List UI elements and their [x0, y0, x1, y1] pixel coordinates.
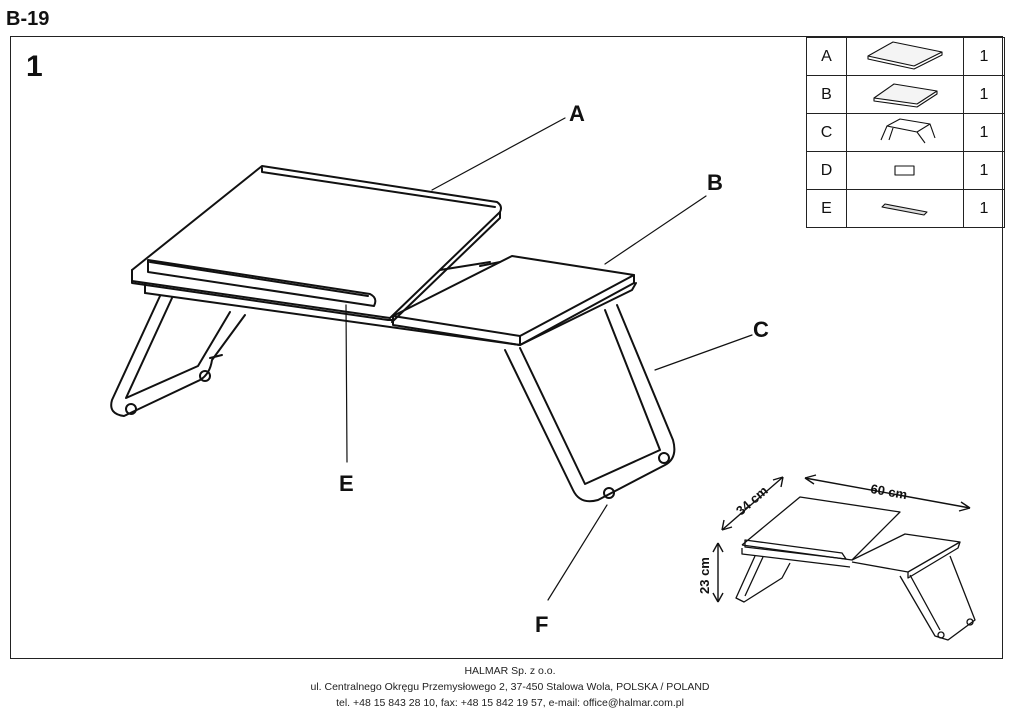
- company-address: ul. Centralnego Okręgu Przemysłowego 2, …: [310, 681, 710, 693]
- part-quantity: 1: [963, 113, 1005, 152]
- parts-row-b: B 1: [806, 75, 1005, 114]
- step-number: 1: [26, 50, 43, 83]
- company-contact: tel. +48 15 843 28 10, fax: +48 15 842 1…: [336, 697, 684, 709]
- callout-f: F: [535, 612, 549, 637]
- part-picture-cell: [846, 151, 964, 190]
- company-name: HALMAR Sp. z o.o.: [464, 665, 556, 677]
- part-letter: D: [806, 151, 847, 190]
- part-quantity: 1: [963, 75, 1005, 114]
- dimension-arrows: [712, 474, 971, 603]
- dimension-height-label: 23 cm: [697, 557, 712, 594]
- fixed-side-part-b: [392, 255, 635, 346]
- leader-lines: [345, 117, 753, 601]
- parts-row-e: E 1: [806, 189, 1005, 228]
- part-quantity: 1: [963, 37, 1005, 76]
- callout-e: E: [339, 471, 354, 496]
- frame-part-c: [131, 261, 637, 346]
- part-quantity: 1: [963, 189, 1005, 228]
- right-leg: [504, 304, 676, 503]
- parts-row-a: A 1: [806, 37, 1005, 76]
- part-picture-cell: [846, 189, 964, 228]
- tilting-top-part-a: [131, 165, 502, 323]
- parts-row-d: D 1: [806, 151, 1005, 190]
- part-letter: A: [806, 37, 847, 76]
- company-footer: HALMAR Sp. z o.o. ul. Centralnego Okręgu…: [0, 663, 1020, 711]
- part-letter: C: [806, 113, 847, 152]
- book-stop-part-e: [147, 259, 377, 307]
- left-leg: [110, 295, 246, 417]
- dimension-view: [735, 496, 976, 641]
- callout-c: C: [753, 317, 769, 342]
- model-title: B-19: [6, 8, 50, 30]
- part-picture-cell: [846, 37, 964, 76]
- callout-b: B: [707, 170, 723, 195]
- diagram-frame: [10, 36, 1003, 659]
- callout-a: A: [569, 101, 585, 126]
- part-letter: B: [806, 75, 847, 114]
- part-quantity: 1: [963, 151, 1005, 190]
- parts-list: A 1 B 1 C 1 D 1 E 1: [806, 37, 1005, 228]
- parts-row-c: C 1: [806, 113, 1005, 152]
- part-letter: E: [806, 189, 847, 228]
- part-picture-cell: [846, 75, 964, 114]
- part-picture-cell: [846, 113, 964, 152]
